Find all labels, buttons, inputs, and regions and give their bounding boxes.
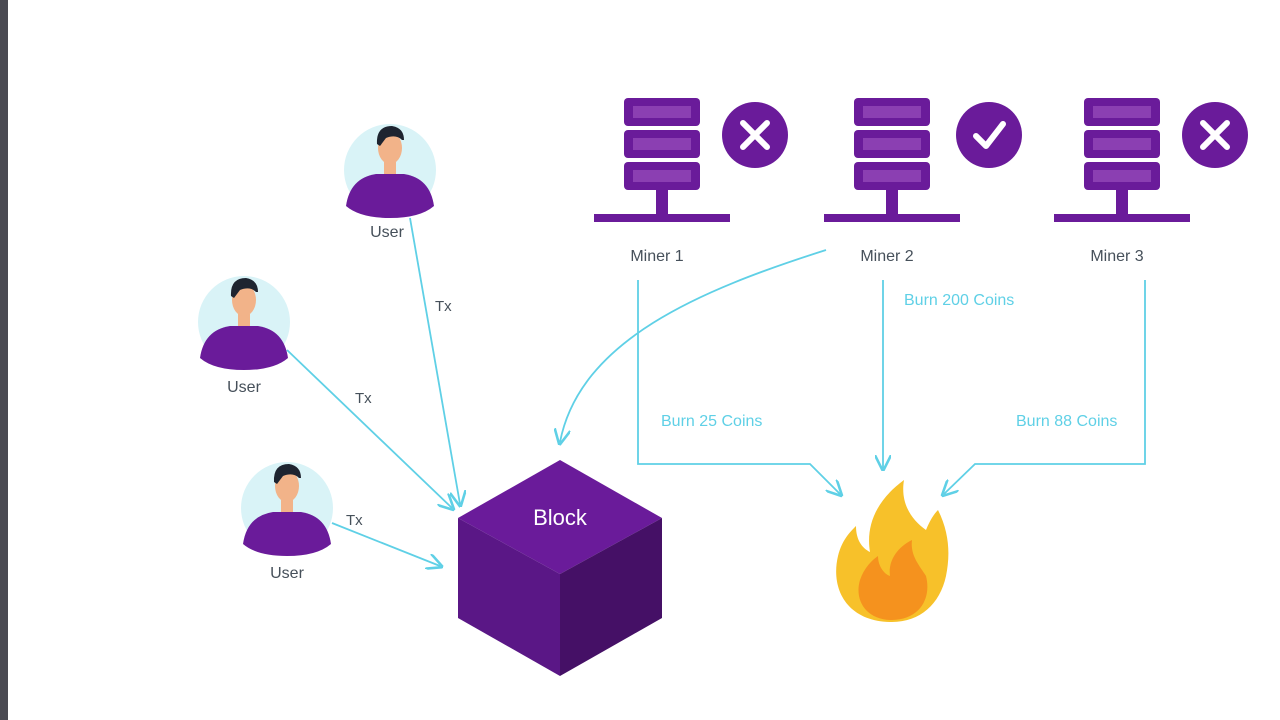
tx-arrow xyxy=(409,217,460,504)
tx-arrow xyxy=(331,522,440,566)
x-icon xyxy=(1182,102,1248,168)
burn-label: Burn 200 Coins xyxy=(904,292,1014,309)
user-label: User xyxy=(227,379,261,396)
user-label: User xyxy=(370,224,404,241)
check-icon xyxy=(956,102,1022,168)
user-avatar xyxy=(198,276,290,370)
miner-label: Miner 1 xyxy=(630,248,683,265)
server-icon xyxy=(594,98,730,222)
burn-label: Burn 88 Coins xyxy=(1016,413,1117,430)
fire-icon xyxy=(836,480,949,622)
user-avatar xyxy=(344,124,436,218)
block-label: Block xyxy=(533,505,588,530)
server-icon xyxy=(1054,98,1190,222)
burn-label: Burn 25 Coins xyxy=(661,413,762,430)
winner-to-block-arrow xyxy=(560,249,827,442)
server-icon xyxy=(824,98,960,222)
tx-label: Tx xyxy=(435,298,452,315)
miner-label: Miner 3 xyxy=(1090,248,1143,265)
miner-label: Miner 2 xyxy=(860,248,913,265)
tx-label: Tx xyxy=(355,390,372,407)
burn-arrow xyxy=(944,280,1146,494)
user-label: User xyxy=(270,565,304,582)
block-cube xyxy=(458,460,662,676)
x-icon xyxy=(722,102,788,168)
burn-arrow xyxy=(637,280,840,494)
tx-label: Tx xyxy=(346,512,363,529)
window-left-border xyxy=(0,0,8,720)
tx-arrow xyxy=(286,349,452,508)
user-avatar xyxy=(241,462,333,556)
